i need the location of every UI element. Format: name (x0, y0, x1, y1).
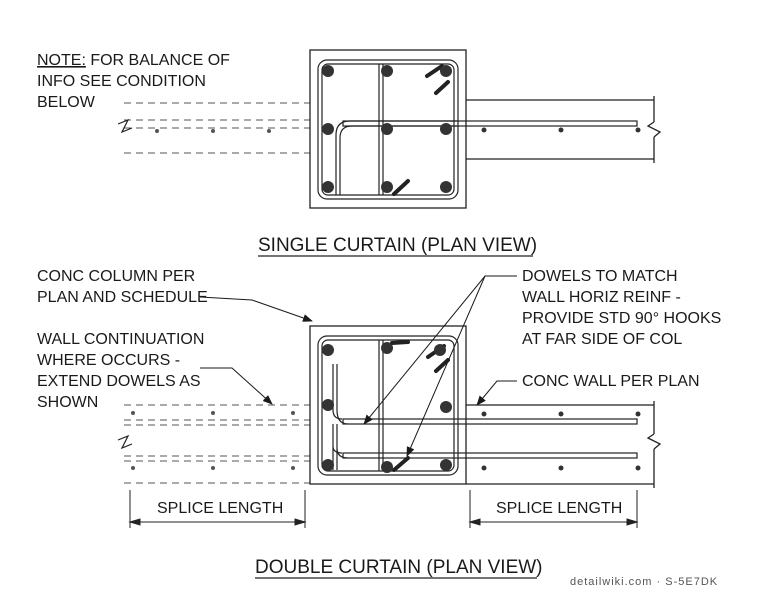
double-curtain-detail: CONC COLUMN PER PLAN AND SCHEDULE WALL C… (37, 268, 721, 579)
break-mark-left (117, 118, 133, 134)
dowel-label-1: DOWELS TO MATCH (522, 268, 678, 285)
note-text-2: INFO SEE CONDITION (37, 73, 206, 90)
single-curtain-title: SINGLE CURTAIN (PLAN VIEW) (258, 235, 537, 256)
column-ties-bottom (317, 335, 459, 476)
splice-length-right: SPLICE LENGTH (496, 500, 622, 517)
svg-text:NOTE: FOR BALANCE OF: NOTE: FOR BALANCE OF (37, 52, 230, 69)
wall-label-3: EXTEND DOWELS AS (37, 373, 201, 390)
wall-label-4: SHOWN (37, 394, 98, 411)
tie-hooks-top (392, 64, 450, 196)
break-mark-left-bottom (117, 434, 133, 450)
watermark: detailwiki.com · S-5E7DK (570, 576, 718, 588)
wall-vert-bars-bottom (481, 411, 641, 471)
dowel-top (335, 120, 457, 195)
note-prefix: NOTE: (37, 52, 86, 69)
wall-horiz-bar-top (342, 120, 638, 127)
double-curtain-title: DOUBLE CURTAIN (PLAN VIEW) (255, 557, 543, 578)
leader-column (199, 296, 313, 322)
dowel-label-4: AT FAR SIDE OF COL (522, 331, 682, 348)
dowel-top-inner (339, 125, 457, 195)
leader-lines (199, 275, 517, 457)
col-label-2: PLAN AND SCHEDULE (37, 289, 208, 306)
conc-wall-label: CONC WALL PER PLAN (522, 373, 700, 390)
single-curtain-detail: NOTE: FOR BALANCE OF INFO SEE CONDITION … (37, 49, 662, 257)
wall-vert-bars-top (481, 127, 641, 133)
splice-dim-right (468, 490, 639, 528)
wall-horiz-bars-bottom (342, 418, 638, 459)
dowel-label-3: PROVIDE STD 90° HOOKS (522, 310, 721, 327)
hidden-wall-left (124, 102, 310, 154)
leader-wall-continuation (200, 367, 273, 405)
note-text-1: FOR BALANCE OF (86, 52, 230, 69)
leader-conc-wall (476, 380, 517, 406)
wall-label-1: WALL CONTINUATION (37, 331, 204, 348)
note-text-3: BELOW (37, 94, 96, 111)
dowel-label-2: WALL HORIZ REINF - (522, 289, 681, 306)
dowels-bottom (332, 364, 349, 470)
tie-hooks-bottom (390, 340, 450, 472)
conc-wall-right-bottom (466, 401, 662, 488)
wall-label-2: WHERE OCCURS - (37, 352, 180, 369)
hidden-wall-left-bottom (124, 404, 310, 484)
splice-length-left: SPLICE LENGTH (157, 500, 283, 517)
conc-wall-right-top (466, 96, 662, 163)
hidden-wall-left-bars (155, 129, 271, 133)
column-bars-bottom (322, 342, 452, 473)
hidden-wall-left-bottom-bars (131, 411, 295, 470)
col-label-1: CONC COLUMN PER (37, 268, 195, 285)
splice-dim-left (128, 490, 307, 528)
column-outline-top (309, 49, 467, 209)
leader-dowel-2 (406, 275, 486, 457)
column-bars-top (322, 65, 452, 193)
